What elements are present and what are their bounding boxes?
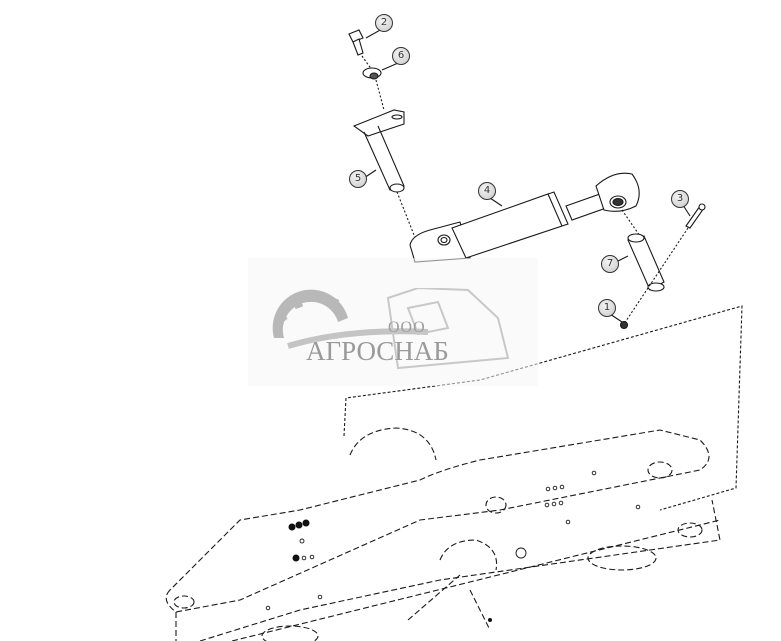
watermark-logo-icon — [272, 288, 510, 370]
watermark-company: АГРОСНАБ — [306, 336, 449, 366]
watermark-background — [248, 258, 538, 386]
nut-part — [619, 320, 629, 330]
callout-1: 1 — [598, 299, 616, 317]
callout-5: 5 — [349, 170, 367, 188]
washer-part — [362, 67, 382, 80]
pivot-pin-part — [352, 109, 405, 193]
callout-7: 7 — [601, 255, 619, 273]
watermark-prefix: ООО — [388, 319, 426, 336]
callout-4: 4 — [478, 182, 496, 200]
callout-2: 2 — [375, 14, 393, 32]
hydraulic-cylinder-part — [409, 172, 640, 263]
frame-part — [165, 427, 721, 641]
pin-bolt-part — [685, 203, 706, 229]
bolt-part — [348, 29, 364, 56]
callout-3: 3 — [671, 190, 689, 208]
callout-6: 6 — [392, 47, 410, 65]
pin-part — [627, 233, 665, 292]
